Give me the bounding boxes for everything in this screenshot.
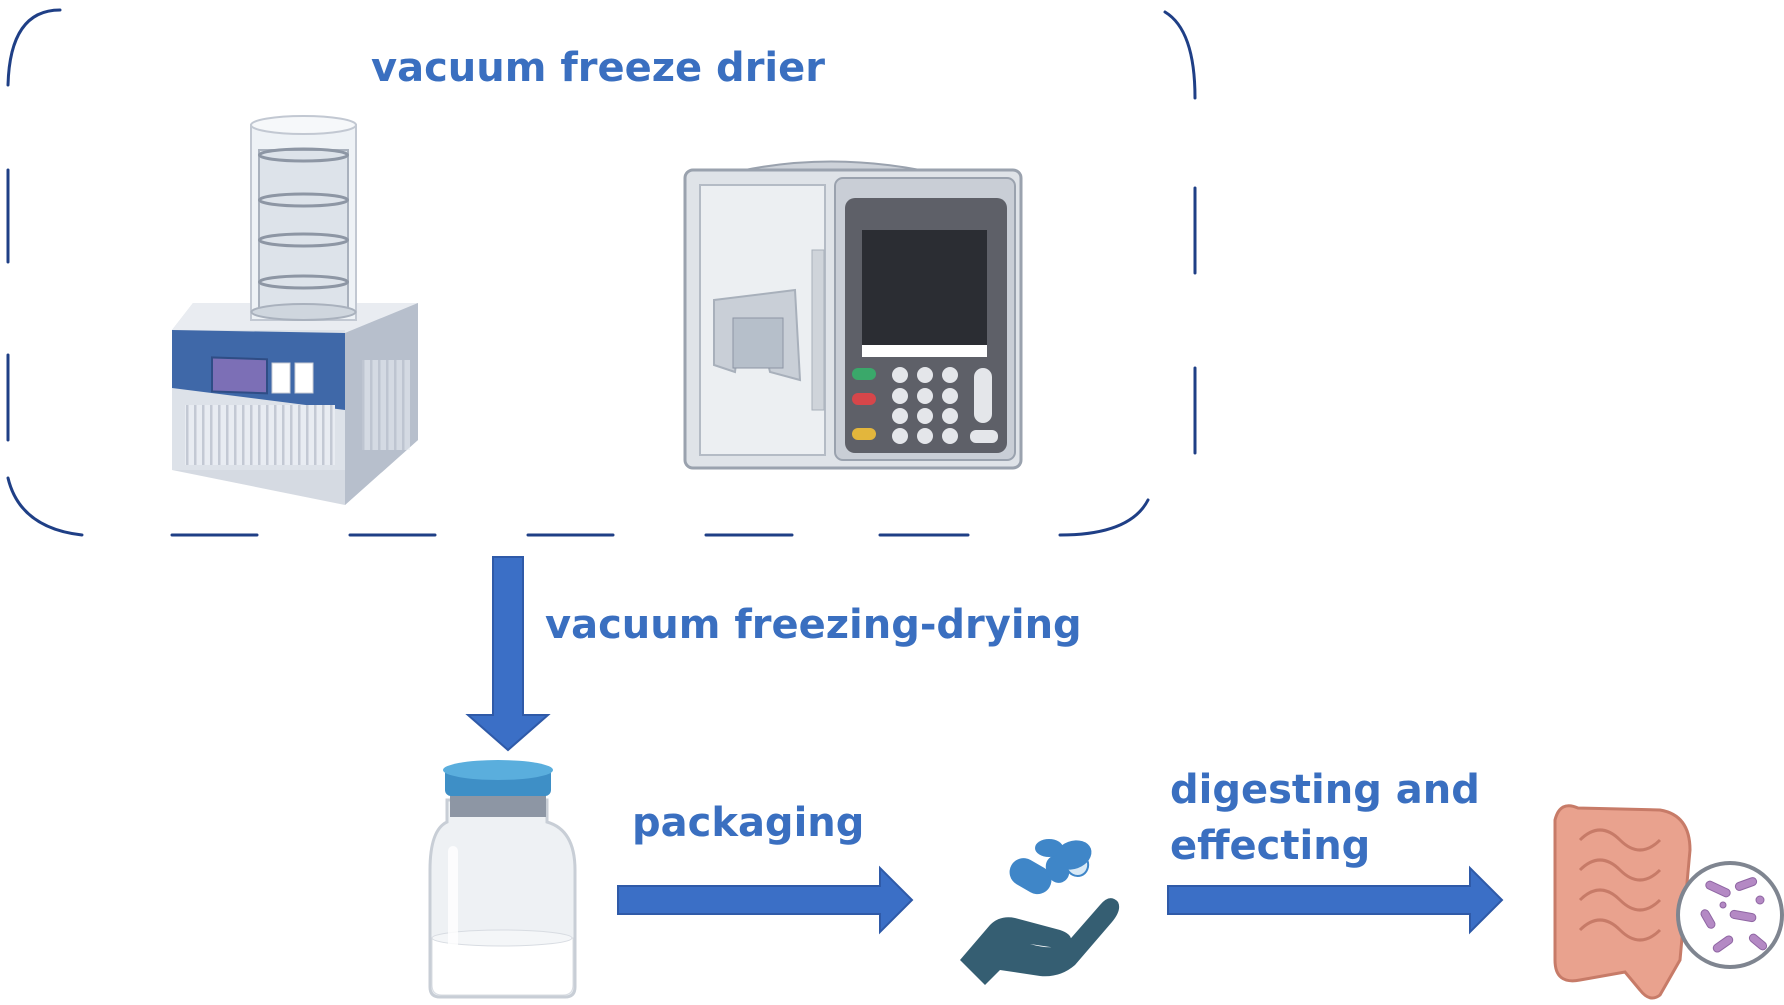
vial-icon [428,760,577,999]
dashed-group-border [6,8,1197,537]
box-title: vacuum freeze drier [371,45,825,91]
step-label-digesting: digesting and effecting [1170,767,1480,869]
arrow-right-digesting [1167,865,1504,935]
step-label-freezing: vacuum freezing-drying [545,602,1082,648]
hand-with-pills-icon [960,839,1120,985]
step-label-packaging: packaging [632,800,865,846]
arrow-down-freezing [465,556,551,752]
lab-instrument-icon [683,160,1023,470]
arrow-right-packaging [617,865,914,935]
intestine-bacteria-icon [1553,804,1784,1000]
freeze-dryer-icon [172,115,418,505]
